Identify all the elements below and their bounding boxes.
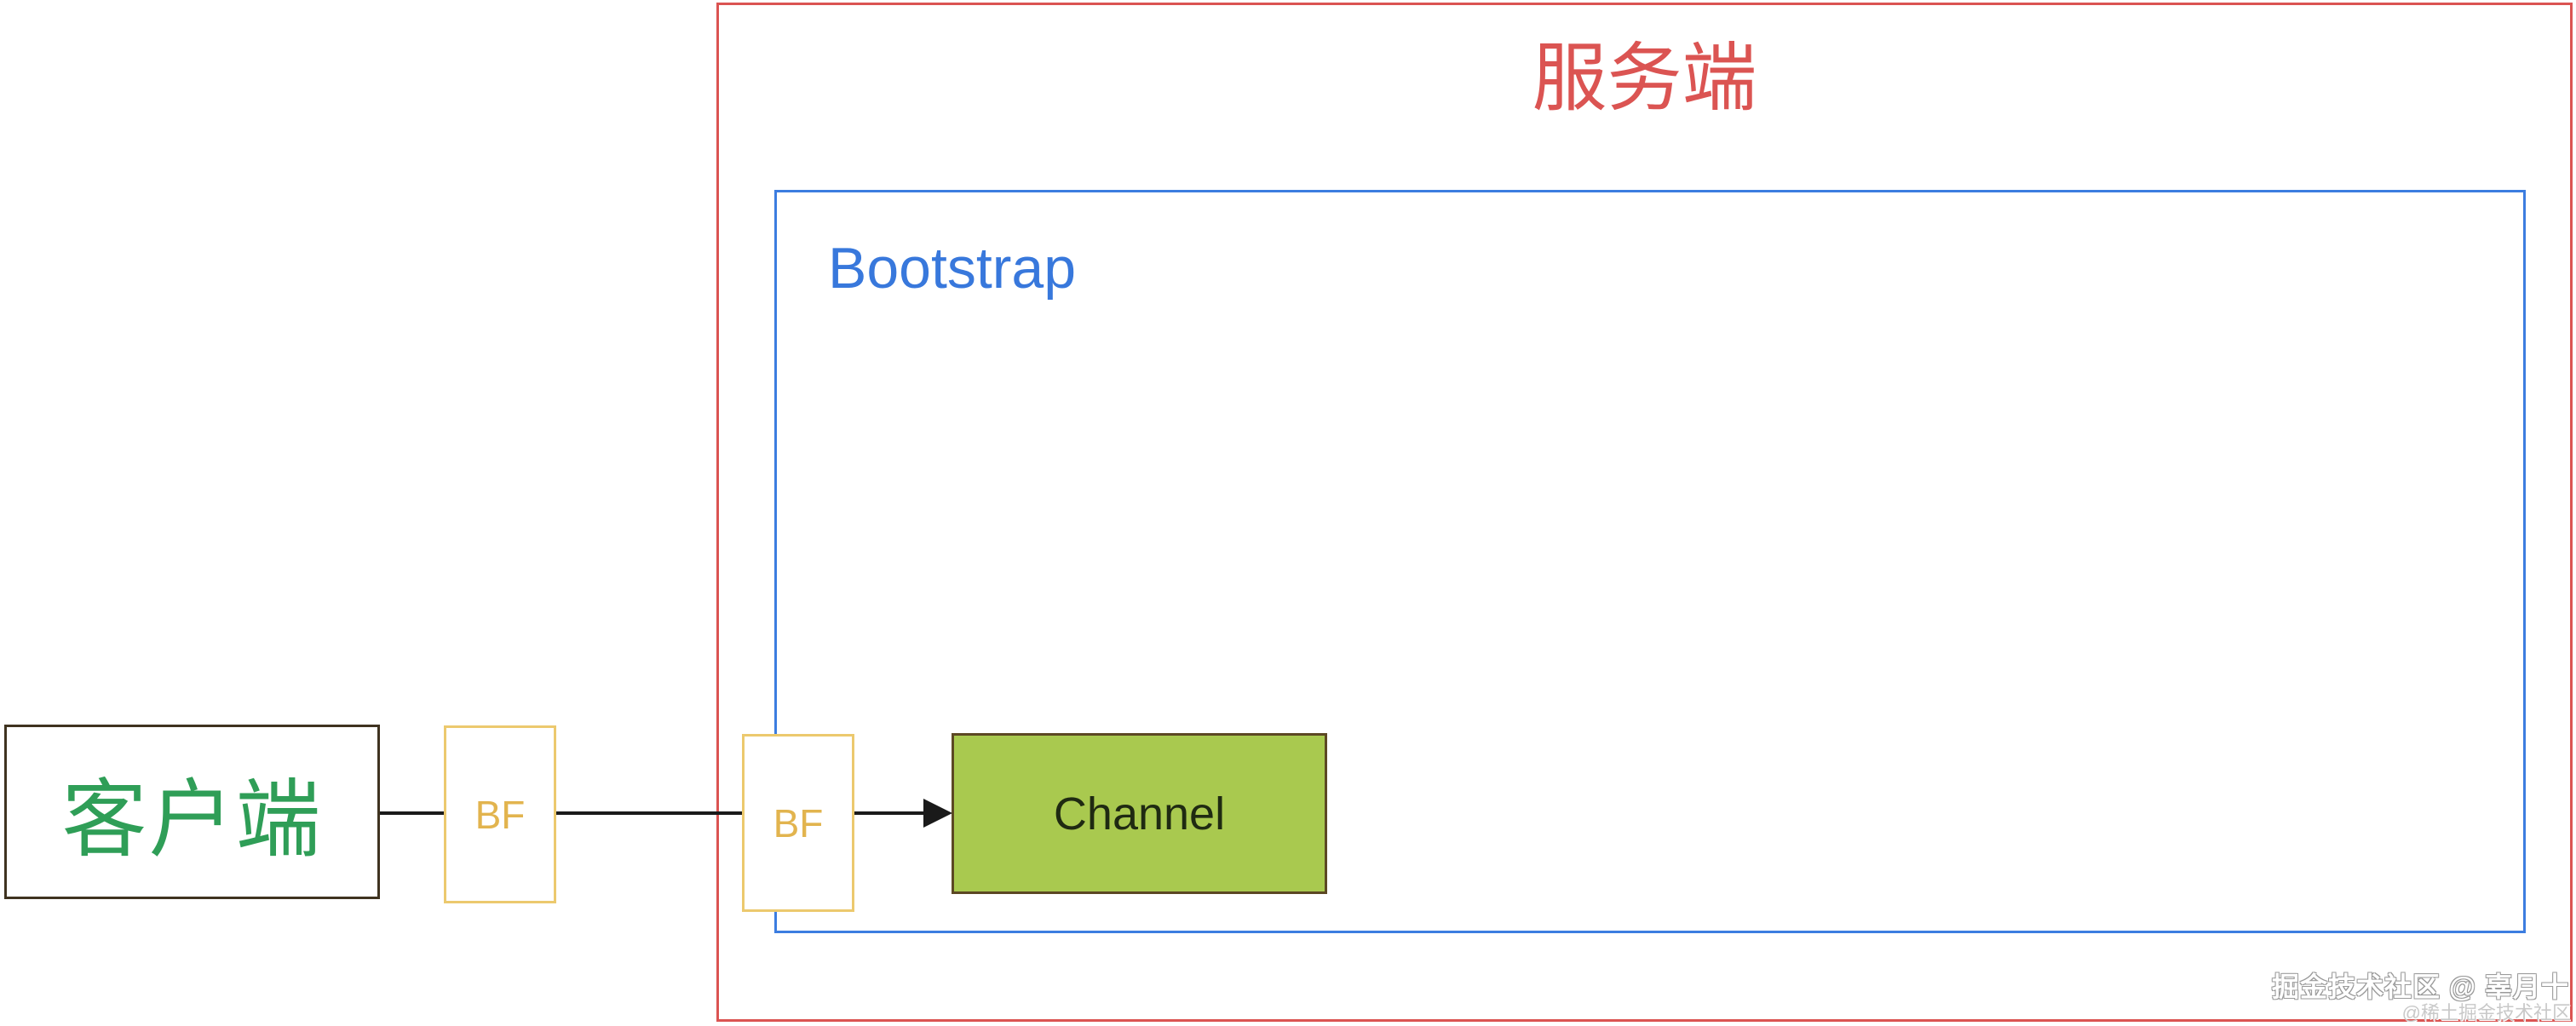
edge-client-to-bf [380, 811, 444, 815]
arrow-right-icon [923, 799, 952, 828]
bootstrap-group-box [774, 190, 2526, 933]
server-group-box [716, 3, 2573, 1022]
edge-bf-to-bf [556, 811, 742, 815]
bf-node-server-label: BF [773, 800, 824, 845]
bf-node-client: BF [444, 725, 556, 903]
bf-node-server: BF [742, 734, 854, 912]
bootstrap-group-title: Bootstrap [828, 236, 1077, 301]
channel-node: Channel [952, 733, 1327, 894]
edge-bf-to-channel [854, 811, 924, 815]
client-node: 客户端 [4, 725, 380, 899]
client-node-label: 客户端 [61, 772, 323, 868]
server-group-title: 服务端 [1532, 36, 1757, 120]
bf-node-client-label: BF [474, 792, 526, 837]
channel-node-label: Channel [1053, 788, 1226, 840]
watermark-community: @稀土掘金技术社区 [2401, 1002, 2571, 1023]
watermark-author: 掘金技术社区 @ 辜月十 [2272, 972, 2569, 1002]
